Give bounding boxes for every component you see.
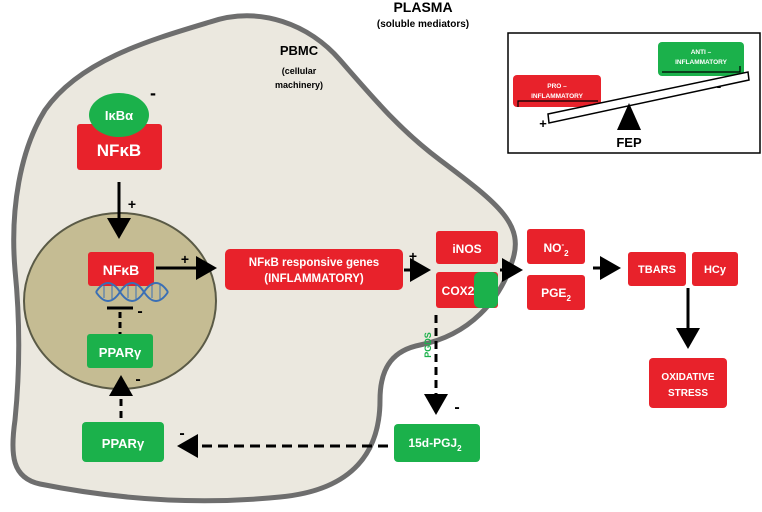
cox2-label: COX2 [442,284,475,298]
fulcrum-label: FEP [616,135,642,150]
ppar-up-minus: - [135,371,140,388]
nfkb-nucleus-label: NFκB [103,262,140,278]
translocation-plus: + [128,196,136,212]
pbmc-title: PBMC [280,43,319,58]
oxidative-label-2: STRESS [668,388,708,399]
nfkb-cytoplasm-label: NFκB [97,141,141,160]
responsive-genes-box [225,249,403,290]
pge2-label: PGE2 [541,286,571,303]
dna-helix-icon [95,282,169,302]
tbars-label: TBARS [638,264,676,276]
tbars-box [628,252,686,286]
anti-label-1: ANTI – [691,49,712,56]
responsive-plus: + [181,251,189,267]
inos-label: iNOS [452,242,481,256]
pgj2-label: 15d-PGJ2 [408,436,462,453]
pgj2-minus: - [454,399,459,416]
balance-beam [547,71,750,124]
ikba-ellipse [89,93,149,137]
ppar-cytoplasm-box [82,422,164,462]
pgj2-box [394,424,480,462]
pgds-label: PGDS [423,332,433,358]
pbmc-subtitle-1: (cellular [282,66,317,76]
ikba-label: IκBα [105,108,133,123]
balance-panel: PRO – INFLAMMATORY ANTI – INFLAMMATORY F… [507,32,761,154]
no2-box [527,229,585,264]
plasma-title: PLASMA [393,0,452,15]
ppar-nucleus-label: PPARγ [99,345,142,360]
pro-inflammatory-box [513,75,601,107]
oxidative-stress-box [649,358,727,408]
ppar-cytoplasm-minus: - [179,425,184,442]
balance-minus: - [717,78,722,94]
oxidative-label-1: OXIDATIVE [661,372,714,383]
anti-inflammatory-box [658,42,744,76]
ikba-minus: - [150,83,156,103]
nfkb-cytoplasm-box [77,124,162,170]
ppar-cytoplasm-label: PPARγ [102,436,145,451]
responsive-genes-label-1: NFκB responsive genes [249,257,379,269]
pro-label-1: PRO – [547,83,567,90]
fulcrum-icon [617,103,641,130]
no2-label: NO-2 [543,240,569,258]
pge2-box [527,275,585,310]
ppar-nucleus-box [87,334,153,368]
responsive-genes-label-2: (INFLAMMATORY) [264,273,364,285]
hcy-label: HCy [704,264,727,276]
nfkb-nucleus-box [88,252,154,286]
hcy-box [692,252,738,286]
pbmc-subtitle-2: machinery) [275,80,323,90]
ppar-nucleus-minus: - [137,303,142,320]
balance-plus: + [539,116,547,131]
inos-box [436,231,498,264]
inos-plus: + [409,248,417,264]
plasma-subtitle: (soluble mediators) [377,19,469,30]
anti-label-2: INFLAMMATORY [675,59,728,66]
pro-label-2: INFLAMMATORY [531,93,584,100]
